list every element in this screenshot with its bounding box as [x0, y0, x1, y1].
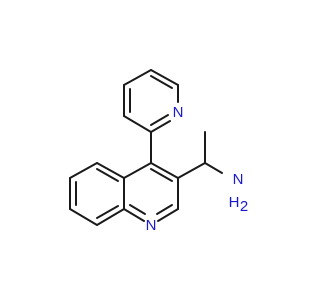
bond [96, 168, 119, 182]
atom-label-amine-h: H [229, 194, 240, 211]
atom-label-pyridine-n: N [173, 104, 184, 121]
atom-label-amine-subscript: 2 [240, 198, 248, 215]
bond [96, 162, 125, 179]
bond [156, 204, 173, 215]
bond [129, 204, 146, 215]
atom-label-amine-n: N [233, 171, 244, 188]
bond [123, 162, 152, 179]
molecule-structure: N N N H 2 [69, 69, 249, 234]
bond [69, 208, 98, 226]
bond [123, 69, 152, 86]
bond [150, 114, 169, 126]
bond [150, 162, 179, 179]
structure-canvas: N N N H 2 [69, 69, 249, 234]
bond [204, 162, 223, 174]
bond [69, 162, 98, 179]
atom-label-quinoline-n: N [146, 217, 157, 234]
bond-layer [69, 69, 223, 226]
bond [177, 162, 206, 179]
bond [150, 120, 171, 133]
atom-labels: N N N H 2 [146, 104, 249, 234]
bond [96, 205, 119, 219]
bond [150, 69, 179, 86]
bond [150, 75, 173, 89]
bond [150, 168, 173, 182]
bond [96, 208, 125, 226]
bond [123, 208, 145, 222]
bond [157, 208, 179, 222]
bond [123, 115, 152, 133]
